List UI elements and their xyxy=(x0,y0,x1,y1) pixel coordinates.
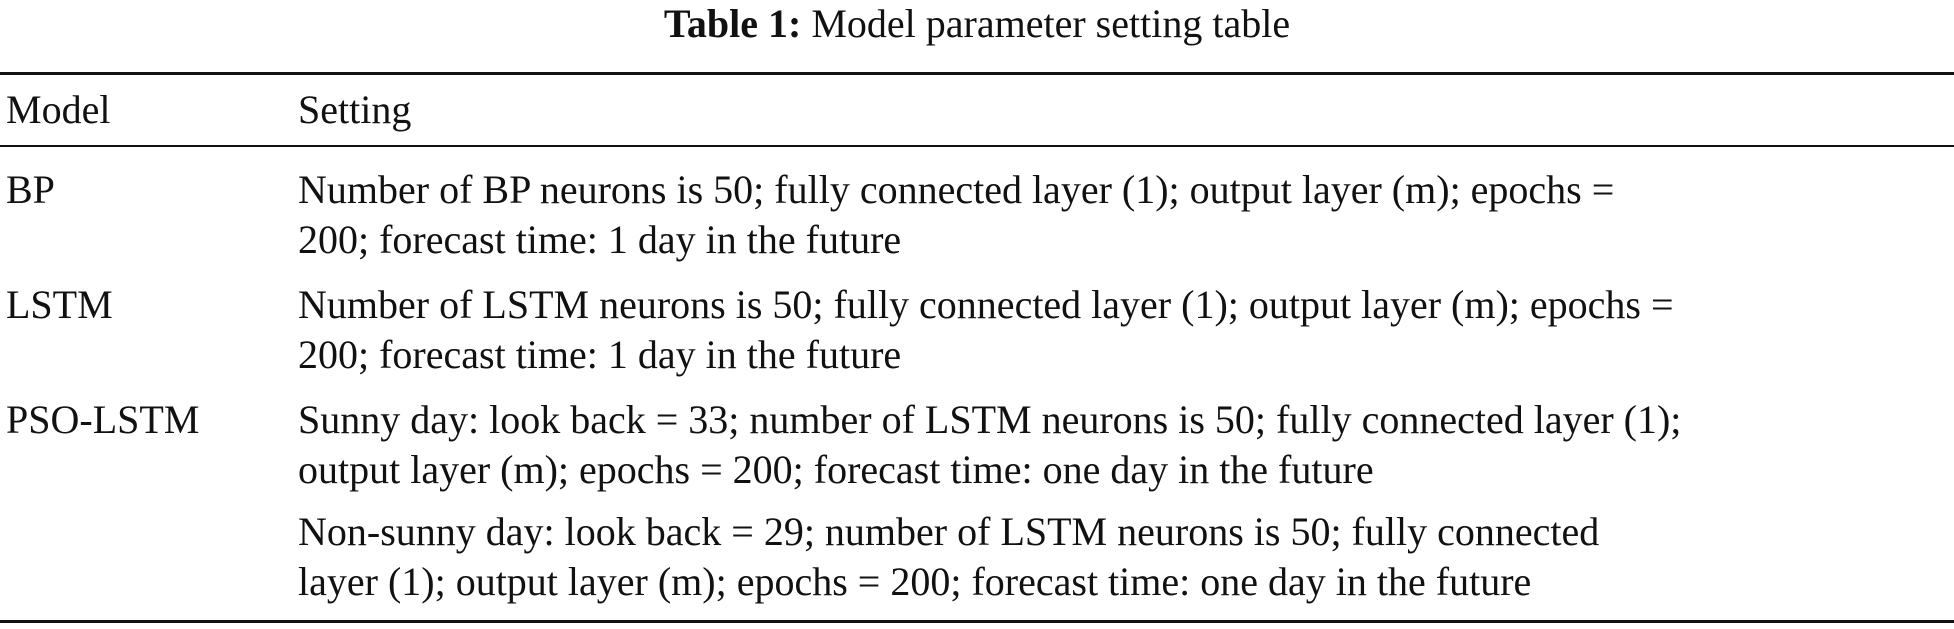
row-pso-lstm-sunny-line-2: output layer (m); epochs = 200; forecast… xyxy=(298,447,1374,492)
header-model: Model xyxy=(6,87,111,132)
table-header-rule xyxy=(0,145,1954,147)
table-caption: Table 1:Model parameter setting table xyxy=(0,0,1954,48)
row-pso-lstm-nonsunny-line-2: layer (1); output layer (m); epochs = 20… xyxy=(298,559,1532,604)
row-bp-setting-line-2: 200; forecast time: 1 day in the future xyxy=(298,217,902,262)
row-lstm-model: LSTM xyxy=(6,282,113,327)
table-caption-label: Table 1: xyxy=(663,1,802,46)
row-lstm-setting-line-1: Number of LSTM neurons is 50; fully conn… xyxy=(298,282,1674,327)
row-bp-setting-line-1: Number of BP neurons is 50; fully connec… xyxy=(298,167,1615,212)
table-top-rule xyxy=(0,72,1954,75)
header-setting: Setting xyxy=(298,87,412,132)
row-lstm-setting-line-2: 200; forecast time: 1 day in the future xyxy=(298,332,902,377)
table-caption-text: Model parameter setting table xyxy=(811,1,1291,46)
row-pso-lstm-nonsunny-line-1: Non-sunny day: look back = 29; number of… xyxy=(298,509,1600,554)
row-pso-lstm-model: PSO-LSTM xyxy=(6,397,200,442)
row-pso-lstm-sunny-line-1: Sunny day: look back = 33; number of LST… xyxy=(298,397,1682,442)
row-bp-model: BP xyxy=(6,167,55,212)
table-bottom-rule xyxy=(0,620,1954,623)
